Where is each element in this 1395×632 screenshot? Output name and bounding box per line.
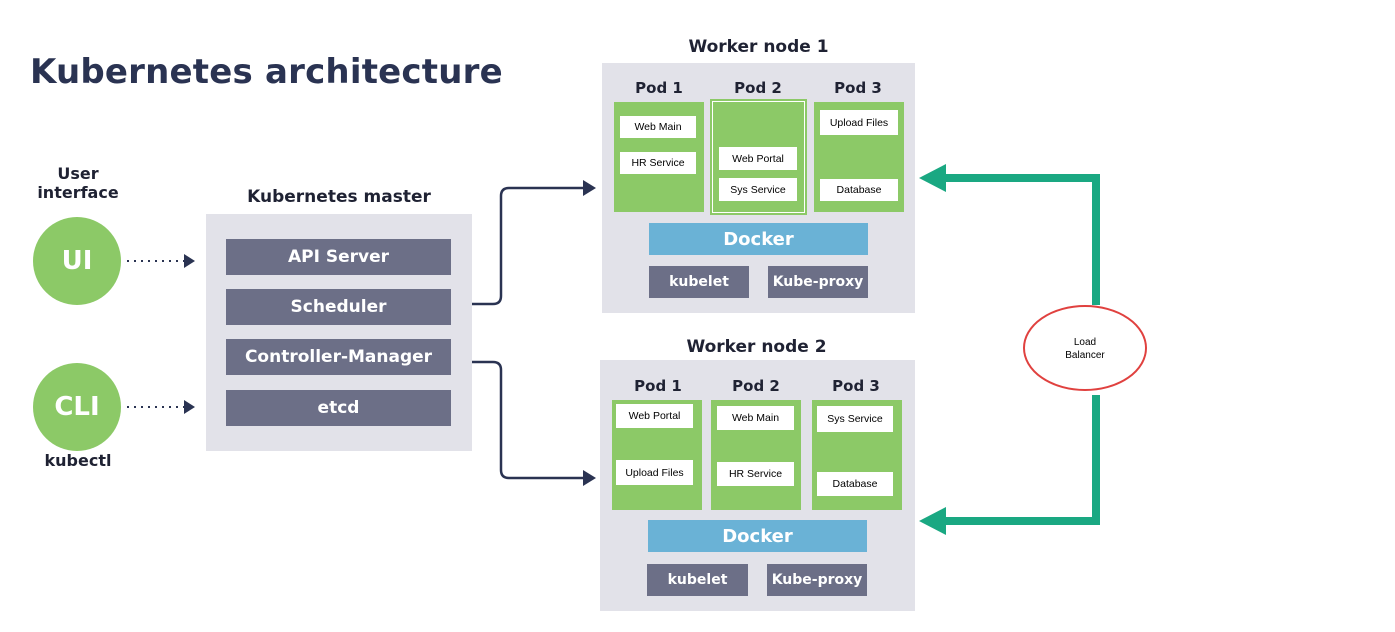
service-box: Database xyxy=(817,472,893,496)
cli-arrowhead xyxy=(184,400,195,414)
service-box: Sys Service xyxy=(719,178,797,201)
worker2-kubelet: kubelet xyxy=(647,564,748,596)
worker2-pod3-title: Pod 3 xyxy=(832,377,880,395)
worker1-pod1-title: Pod 1 xyxy=(635,79,683,97)
worker2-pod1-title: Pod 1 xyxy=(634,377,682,395)
api-server-bar: API Server xyxy=(226,239,451,275)
service-box: Web Portal xyxy=(719,147,797,170)
service-box: HR Service xyxy=(620,152,696,174)
worker1-pod2-title: Pod 2 xyxy=(734,79,782,97)
service-box: Sys Service xyxy=(817,406,893,432)
user-interface-label: User interface xyxy=(37,164,119,202)
worker1-title: Worker node 1 xyxy=(688,37,829,57)
worker1-docker: Docker xyxy=(649,223,868,255)
worker2-pod2-title: Pod 2 xyxy=(732,377,780,395)
etcd-bar: etcd xyxy=(226,390,451,426)
worker1-kubelet: kubelet xyxy=(649,266,749,298)
service-box: Web Main xyxy=(620,116,696,138)
service-box: Upload Files xyxy=(616,460,693,485)
load-balancer-label: Load Balancer xyxy=(1065,337,1105,361)
lb-to-worker2-arrow xyxy=(942,395,1100,525)
ui-arrowhead xyxy=(184,254,195,268)
ui-circle: UI xyxy=(33,217,121,305)
service-box: Upload Files xyxy=(820,110,898,135)
service-box: Database xyxy=(820,179,898,201)
service-box: Web Portal xyxy=(616,404,693,428)
master-title: Kubernetes master xyxy=(247,187,431,207)
load-balancer-ellipse xyxy=(1023,305,1147,391)
page-title: Kubernetes architecture xyxy=(30,52,503,92)
worker1-kube-proxy: Kube-proxy xyxy=(768,266,868,298)
worker2-title: Worker node 2 xyxy=(686,337,827,357)
service-box: HR Service xyxy=(717,462,794,486)
scheduler-bar: Scheduler xyxy=(226,289,451,325)
service-box: Web Main xyxy=(717,406,794,430)
worker2-kube-proxy: Kube-proxy xyxy=(767,564,867,596)
worker2-docker: Docker xyxy=(648,520,867,552)
kubectl-label: kubectl xyxy=(44,451,112,470)
lb-to-worker1-arrow xyxy=(942,174,1100,305)
master-to-worker1-arrow xyxy=(470,186,584,306)
controller-manager-bar: Controller-Manager xyxy=(226,339,451,375)
worker1-pod3-title: Pod 3 xyxy=(834,79,882,97)
cli-circle: CLI xyxy=(33,363,121,451)
master-to-worker2-arrow xyxy=(470,360,584,480)
